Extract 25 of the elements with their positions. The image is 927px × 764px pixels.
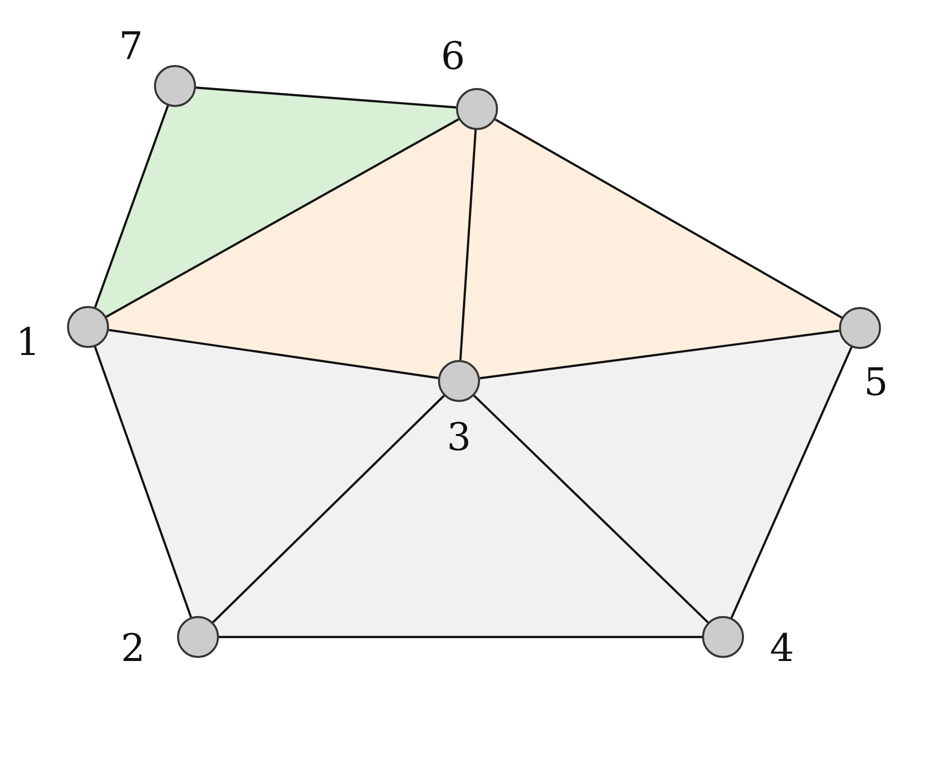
edge-line xyxy=(196,86,456,108)
vertex-number: 4 xyxy=(770,629,794,667)
edge-line xyxy=(459,130,477,360)
vertex-circle xyxy=(456,88,498,130)
edge-line xyxy=(730,346,852,618)
vertex-number: 6 xyxy=(440,37,466,75)
vertex-circle xyxy=(702,616,744,658)
vertex-number: 2 xyxy=(120,629,146,667)
edge-line xyxy=(494,118,842,319)
vertex-circle xyxy=(839,307,881,349)
vertex-circle xyxy=(154,65,196,107)
vertex-number: 7 xyxy=(118,27,144,65)
edge-line xyxy=(480,330,840,380)
edge-line xyxy=(94,346,192,618)
vertex-circle xyxy=(177,616,219,658)
vertex-number: 3 xyxy=(446,418,472,456)
vertex-number: 1 xyxy=(16,323,40,361)
edge-line xyxy=(219,636,702,638)
edge-line xyxy=(94,105,169,308)
edge-line xyxy=(212,394,445,624)
edge-line xyxy=(473,394,709,624)
edge-line xyxy=(106,118,460,318)
vertex-circle xyxy=(67,306,109,348)
vertex-number: 5 xyxy=(864,363,888,401)
edge-line xyxy=(108,328,438,380)
